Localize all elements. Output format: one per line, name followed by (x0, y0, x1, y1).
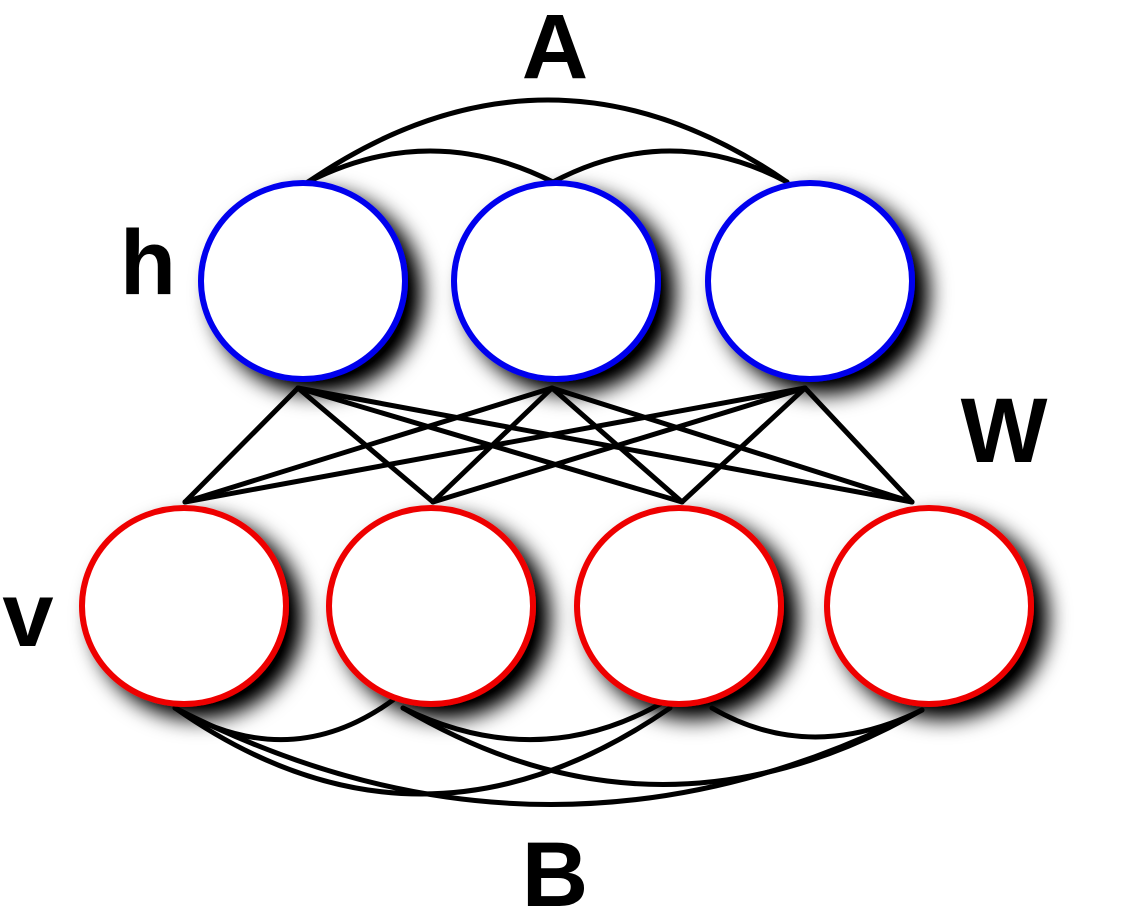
label-h: h (120, 212, 176, 314)
hidden-unit (705, 180, 915, 382)
edge-b-v1-v4 (172, 705, 925, 807)
label-v: v (2, 564, 53, 666)
edge-b-v1-v2 (172, 697, 396, 742)
label-w: W (961, 380, 1048, 482)
edge-w (295, 385, 915, 505)
label-a: A (522, 0, 588, 98)
visible-unit (79, 505, 289, 707)
edge-a-h1-h2 (305, 148, 556, 185)
edge-a-h1-h3 (305, 97, 790, 185)
hidden-unit (198, 180, 408, 382)
edge-w (182, 385, 555, 505)
edge-w (182, 385, 301, 505)
label-b: B (522, 824, 588, 910)
edge-w (679, 385, 808, 505)
edge-w (182, 385, 808, 505)
edge-w (549, 385, 915, 505)
edge-w (430, 385, 808, 505)
edge-b-v2-v3 (400, 697, 670, 743)
edge-a-h2-h3 (550, 148, 790, 185)
visible-unit (574, 505, 784, 707)
weight-connections (182, 385, 915, 505)
hidden-lateral-connections (305, 97, 790, 185)
hidden-layer (198, 180, 915, 382)
edge-w (802, 385, 915, 505)
visible-layer (79, 505, 1034, 707)
visible-unit (824, 505, 1034, 707)
hidden-unit (451, 180, 661, 382)
visible-unit (326, 505, 536, 707)
visible-lateral-connections (172, 697, 925, 807)
edge-b-v3-v4 (709, 705, 925, 740)
